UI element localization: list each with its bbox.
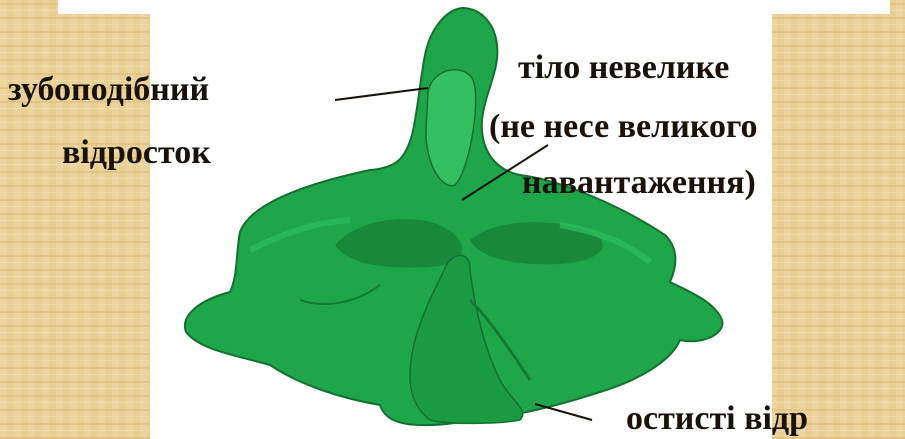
dens-label-line2: відросток	[62, 133, 211, 173]
spinous-label: остисті відр	[626, 399, 808, 439]
dens-label-line1: зубоподібний	[8, 70, 209, 110]
body-label-line2: (не несе великого	[489, 107, 758, 147]
body-label-line1: тіло невелике	[518, 48, 729, 88]
body-label-line3: навантаження)	[522, 163, 756, 203]
dens-pointer	[335, 88, 428, 100]
spinous-pointer	[535, 404, 592, 420]
